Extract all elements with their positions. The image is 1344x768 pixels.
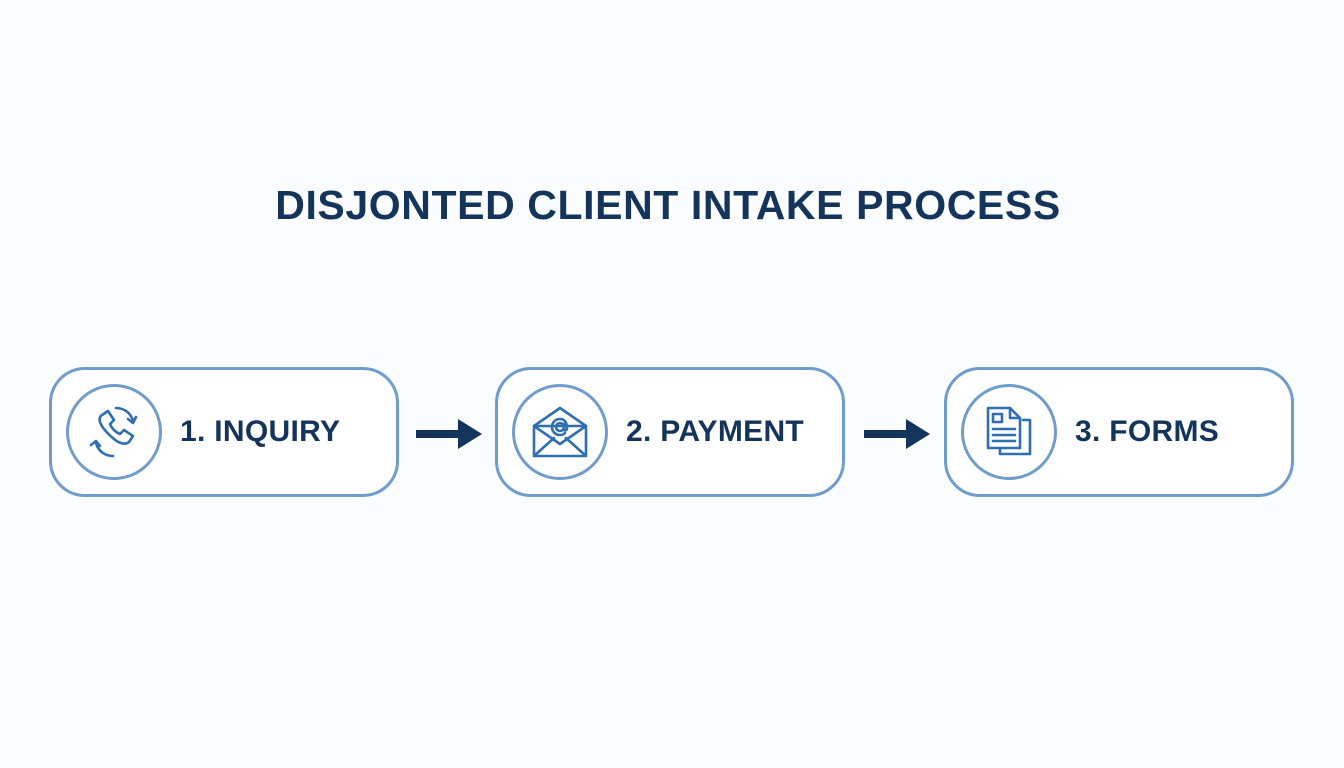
phone-sync-icon	[89, 406, 138, 458]
step-label-forms: 3. FORMS	[1075, 415, 1220, 448]
icon-ring	[961, 384, 1057, 480]
documents-icon	[986, 406, 1032, 456]
step-card-payment: 2. PAYMENT	[495, 367, 845, 497]
step-label-inquiry: 1. INQUIRY	[180, 415, 341, 448]
arrow-right-icon	[416, 419, 482, 449]
icon-ring	[66, 384, 162, 480]
diagram-title: DISJONTED CLIENT INTAKE PROCESS	[275, 182, 1061, 228]
step-label-payment: 2. PAYMENT	[626, 415, 805, 448]
step-card-inquiry: 1. INQUIRY	[49, 367, 399, 497]
icon-ring	[512, 384, 608, 480]
email-at-icon	[532, 406, 588, 458]
connector-arrow-1-2	[416, 419, 482, 449]
arrow-right-icon	[864, 419, 930, 449]
connector-arrow-2-3	[864, 419, 930, 449]
step-card-forms: 3. FORMS	[944, 367, 1294, 497]
